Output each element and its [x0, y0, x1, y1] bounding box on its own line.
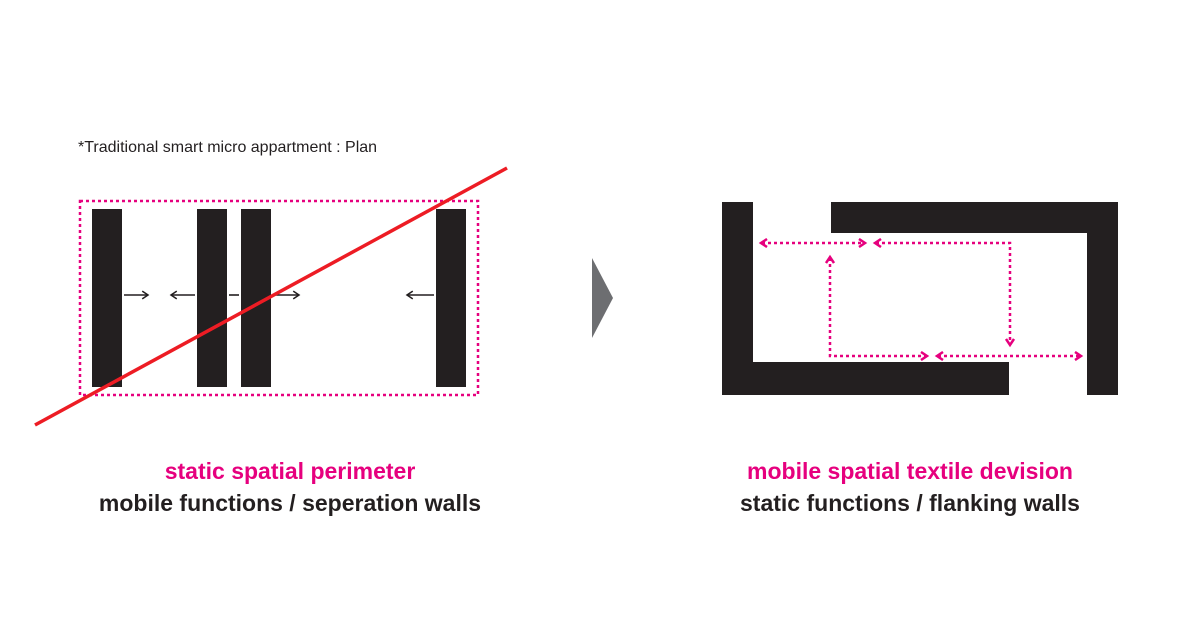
strike-line: [34, 166, 508, 427]
textile-plan: [722, 202, 1118, 395]
plan-note: *Traditional smart micro appartment : Pl…: [78, 139, 378, 156]
right-title: mobile spatial textile devision: [747, 458, 1073, 484]
transition-arrow-icon: [592, 258, 613, 338]
left-title: static spatial perimeter: [164, 458, 416, 484]
textile-path: [830, 258, 926, 356]
separation-wall: [197, 209, 227, 387]
flanking-wall: [831, 202, 1118, 395]
separation-wall: [92, 209, 122, 387]
right-subtitle: static functions / flanking walls: [740, 490, 1080, 516]
flanking-wall: [722, 202, 1009, 395]
static-perimeter: [78, 199, 480, 397]
separation-wall: [436, 209, 466, 387]
traditional-plan: [34, 166, 508, 427]
left-subtitle: mobile functions / seperation walls: [98, 490, 482, 516]
textile-path: [876, 243, 1010, 344]
